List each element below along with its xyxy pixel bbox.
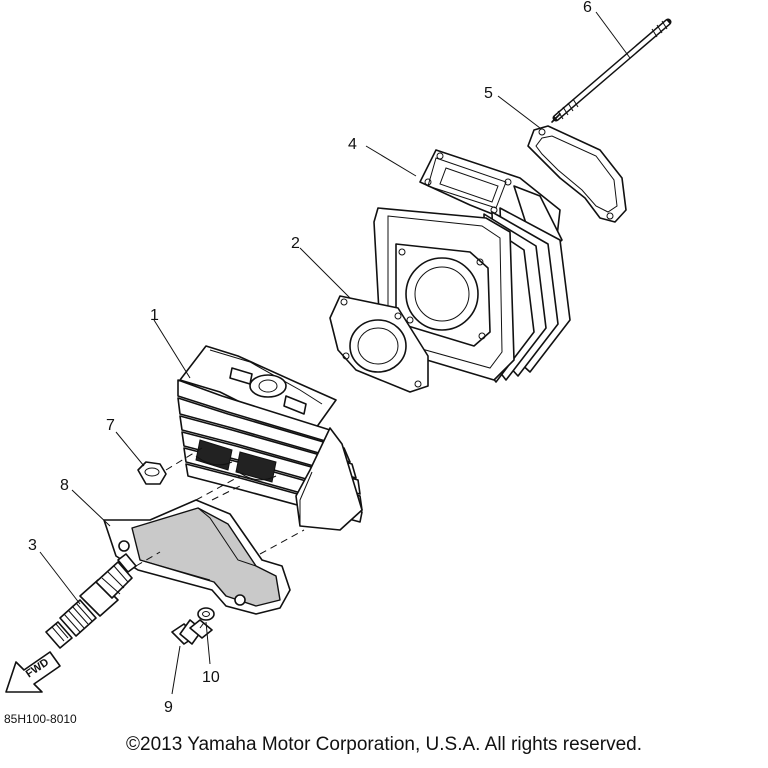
- callout-4: 4: [348, 136, 357, 153]
- part-2-gasket: [329, 295, 429, 393]
- callout-2: 2: [291, 235, 300, 252]
- part-8-cover-plate: [103, 499, 291, 615]
- callout-1: 1: [150, 307, 159, 324]
- part-10-washer: [197, 607, 215, 621]
- leader-lines: [39, 11, 631, 695]
- part-9-bolt: [171, 619, 213, 645]
- part-5-gasket: [527, 125, 627, 223]
- callout-6: 6: [583, 0, 592, 16]
- part-1-cylinder-head: [177, 345, 363, 531]
- part-3-spark-plug: [45, 553, 137, 649]
- callout-10: 10: [202, 669, 220, 686]
- callout-3: 3: [28, 537, 37, 554]
- part-6-stud-bolt: [551, 18, 672, 123]
- fwd-arrow-icon: FWD: [5, 651, 61, 693]
- copyright-notice: ©2013 Yamaha Motor Corporation, U.S.A. A…: [126, 734, 642, 755]
- callout-5: 5: [484, 85, 493, 102]
- diagram-part-code: 85H100-8010: [4, 712, 77, 726]
- callout-numbers: 1 2 3 4 5 6 7 8 9 10: [28, 0, 592, 716]
- callout-7: 7: [106, 417, 115, 434]
- part-7-nut: [137, 461, 167, 485]
- assembly-lines: [135, 447, 305, 629]
- callout-8: 8: [60, 477, 69, 494]
- callout-9: 9: [164, 699, 173, 716]
